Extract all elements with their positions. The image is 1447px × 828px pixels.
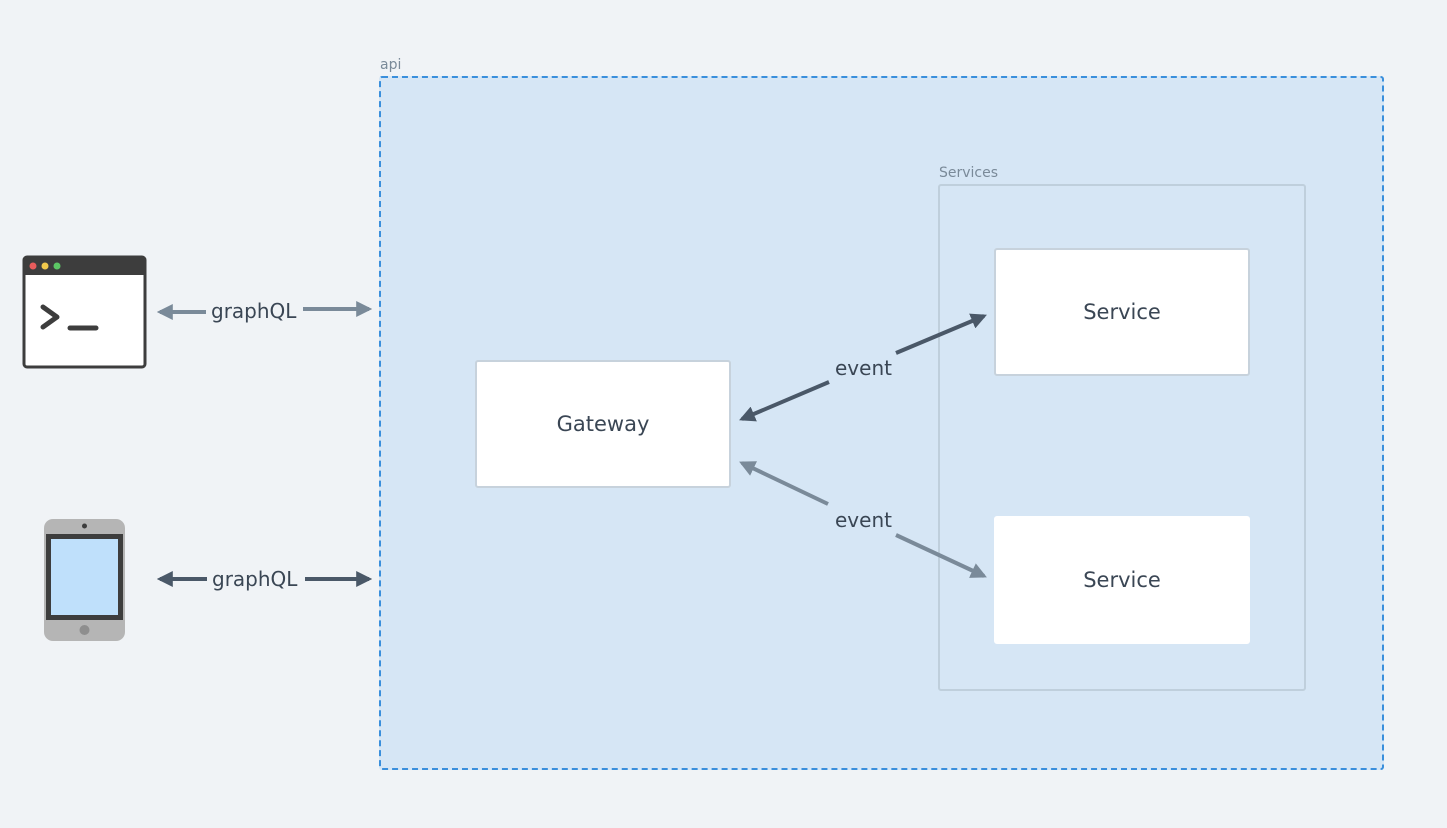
gateway-label: Gateway <box>556 412 650 436</box>
service-2-label: Service <box>1083 568 1161 592</box>
event-label-1: event <box>835 356 892 380</box>
gateway-node[interactable]: Gateway <box>475 360 731 488</box>
service-node-1[interactable]: Service <box>994 248 1250 376</box>
terminal-window-icon[interactable] <box>22 255 148 370</box>
service-node-2[interactable]: Service <box>994 516 1250 644</box>
api-group-label: api <box>380 57 402 73</box>
services-group-label: Services <box>939 165 999 181</box>
mobile-graphql-label: graphQL <box>212 567 298 591</box>
service-1-label: Service <box>1083 300 1161 324</box>
event-label-2: event <box>835 508 892 532</box>
terminal-graphql-label: graphQL <box>211 299 297 323</box>
mobile-device-icon[interactable] <box>43 518 126 642</box>
